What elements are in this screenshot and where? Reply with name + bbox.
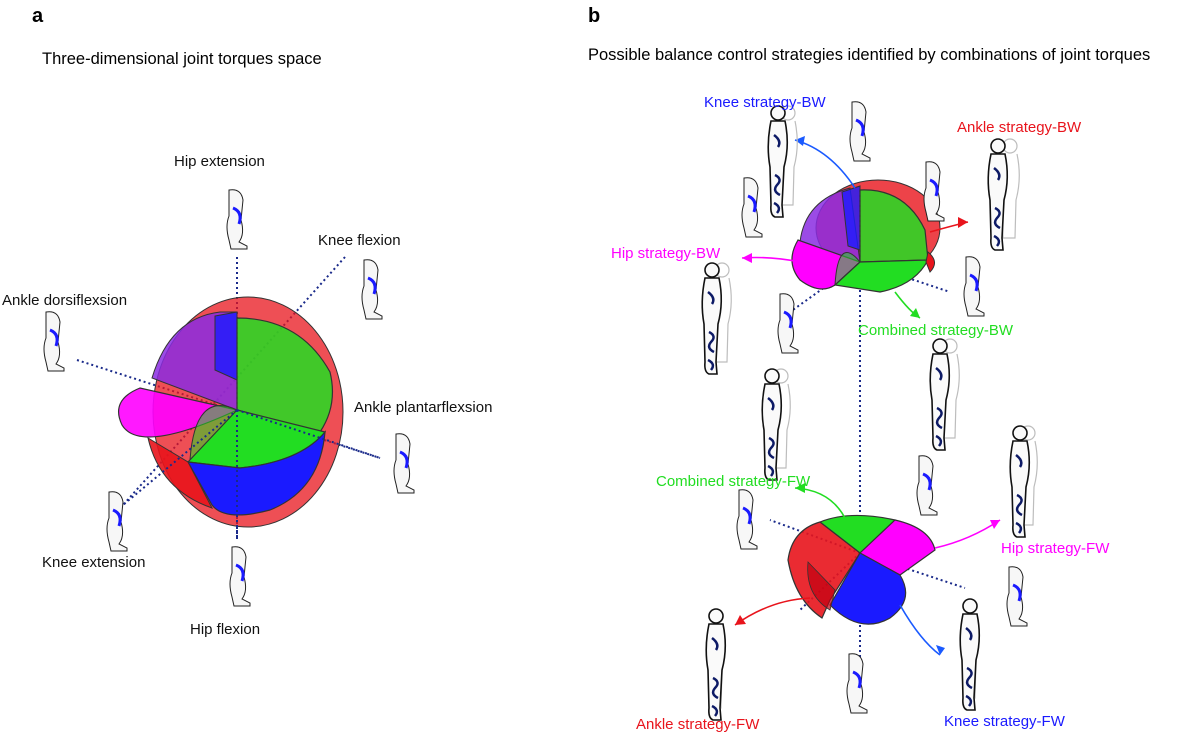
label-combined-strategy-bw: Combined strategy-BW <box>858 322 1014 339</box>
label-ankle-strategy-bw: Ankle strategy-BW <box>957 119 1082 136</box>
label-knee-strategy-fw: Knee strategy-FW <box>944 713 1066 730</box>
panel-b-letter: b <box>588 5 600 27</box>
torque-space-sphere <box>76 256 381 540</box>
leg-icon-b-8 <box>1005 565 1029 628</box>
panel-b-title: Possible balance control strategies iden… <box>588 46 1150 64</box>
leg-icon-b-6 <box>915 454 939 517</box>
ankle-dorsiflexion-leg-icon <box>42 310 66 373</box>
person-hip-bw <box>700 261 723 376</box>
leg-icon-b-7 <box>735 488 759 551</box>
leg-icon-b-1 <box>848 100 872 163</box>
leg-icon-b-5 <box>776 292 800 355</box>
arrow-knee-bw <box>794 139 856 189</box>
label-ankle-dorsiflexion: Ankle dorsiflexsion <box>2 292 127 309</box>
arrow-knee-fw <box>899 604 941 656</box>
leg-icon-b-4 <box>962 255 986 318</box>
label-hip-strategy-fw: Hip strategy-FW <box>1001 540 1110 557</box>
person-ankle-fw <box>704 607 727 722</box>
label-ankle-plantarflexion: Ankle plantarflexsion <box>354 399 492 416</box>
person-knee-fw <box>958 597 981 712</box>
hip-flexion-leg-icon <box>228 545 252 608</box>
leg-icon-b-9 <box>845 652 869 715</box>
person-combined-fw <box>760 367 783 482</box>
arrow-hip-fw <box>934 519 1001 549</box>
arrowheads <box>735 136 1000 655</box>
person-ankle-bw <box>986 137 1009 252</box>
label-knee-flexion: Knee flexion <box>318 232 401 249</box>
label-combined-strategy-fw: Combined strategy-FW <box>656 473 811 490</box>
label-knee-strategy-bw: Knee strategy-BW <box>704 94 827 111</box>
hip-extension-leg-icon <box>225 188 249 251</box>
label-hip-strategy-bw: Hip strategy-BW <box>611 245 721 262</box>
panel-a-letter: a <box>32 5 44 27</box>
ankle-plantarflexion-leg-icon <box>392 432 416 495</box>
label-knee-extension: Knee extension <box>42 554 145 571</box>
arrow-ankle-fw <box>734 597 811 626</box>
label-hip-extension: Hip extension <box>174 153 265 170</box>
person-hip-fw <box>1008 424 1031 539</box>
arrow-combined-fw <box>794 487 846 519</box>
backward-hemisphere <box>789 179 951 313</box>
panel-a-title: Three-dimensional joint torques space <box>42 50 322 68</box>
knee-flexion-leg-icon <box>360 258 384 321</box>
label-hip-flexion: Hip flexion <box>190 621 260 638</box>
label-ankle-strategy-fw: Ankle strategy-FW <box>636 716 760 733</box>
forward-hemisphere <box>769 514 966 625</box>
leg-icon-b-2 <box>740 176 764 239</box>
person-knee-bw <box>766 104 789 219</box>
knee-extension-leg-icon <box>105 490 129 553</box>
person-combined-bw <box>928 337 951 452</box>
leg-icon-b-3 <box>922 160 946 223</box>
